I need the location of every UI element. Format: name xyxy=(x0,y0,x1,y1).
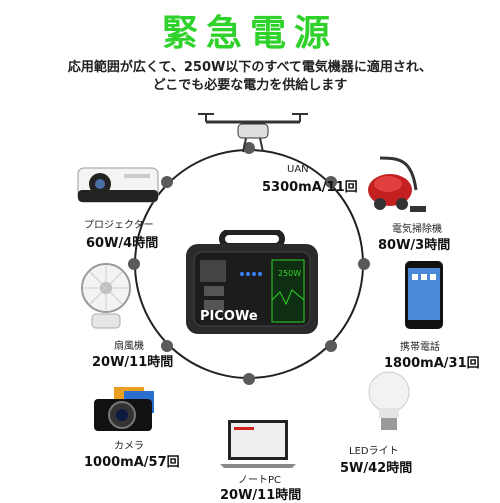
ring-dot xyxy=(243,142,255,154)
product-brand: PICOWe xyxy=(200,309,258,324)
device-spec-uan: 5300mA/11回 xyxy=(262,180,358,195)
projector-icon xyxy=(77,167,159,203)
laptop-icon xyxy=(220,420,296,468)
device-name-phone: 携帯電話 xyxy=(400,342,440,353)
bulb-icon xyxy=(368,371,410,430)
device-name-uan: UAN xyxy=(287,164,309,175)
device-spec-phone: 1800mA/31回 xyxy=(384,356,480,371)
device-name-fan: 扇風機 xyxy=(114,341,144,352)
device-name-camera: カメラ xyxy=(114,441,144,452)
drone-icon xyxy=(198,113,308,153)
ring-dot xyxy=(243,373,255,385)
ring-dot xyxy=(161,340,173,352)
device-spec-camera: 1000mA/57回 xyxy=(84,455,180,470)
device-spec-vacuum: 80W/3時間 xyxy=(378,238,451,253)
ring-dot xyxy=(358,258,370,270)
subtitle-line-1: 応用範囲が広くて、250W以下のすべて電気機器に適用され、 xyxy=(67,60,433,75)
vacuum-icon xyxy=(368,156,426,212)
ring-dot xyxy=(161,176,173,188)
product-wattage: 250W xyxy=(278,269,301,278)
device-name-vacuum: 電気掃除機 xyxy=(392,224,442,235)
device-name-laptop: ノートPC xyxy=(238,475,282,486)
ring-dot xyxy=(325,176,337,188)
device-spec-projector: 60W/4時間 xyxy=(86,236,159,251)
fan-icon xyxy=(81,263,131,329)
device-spec-led: 5W/42時間 xyxy=(340,461,413,476)
device-spec-fan: 20W/11時間 xyxy=(92,355,174,370)
page-title: 緊急電源 xyxy=(161,13,338,54)
ring-dot xyxy=(325,340,337,352)
device-spec-laptop: 20W/11時間 xyxy=(220,488,302,503)
phone-icon xyxy=(405,261,443,329)
subtitle-line-2: どこでも必要な電力を供給します xyxy=(152,78,348,93)
device-name-led: LEDライト xyxy=(349,446,399,457)
device-name-projector: プロジェクター xyxy=(84,220,154,231)
camera-icon xyxy=(94,387,154,431)
power-station-image: PICOWe 250W xyxy=(186,230,318,334)
ring-dot xyxy=(128,258,140,270)
